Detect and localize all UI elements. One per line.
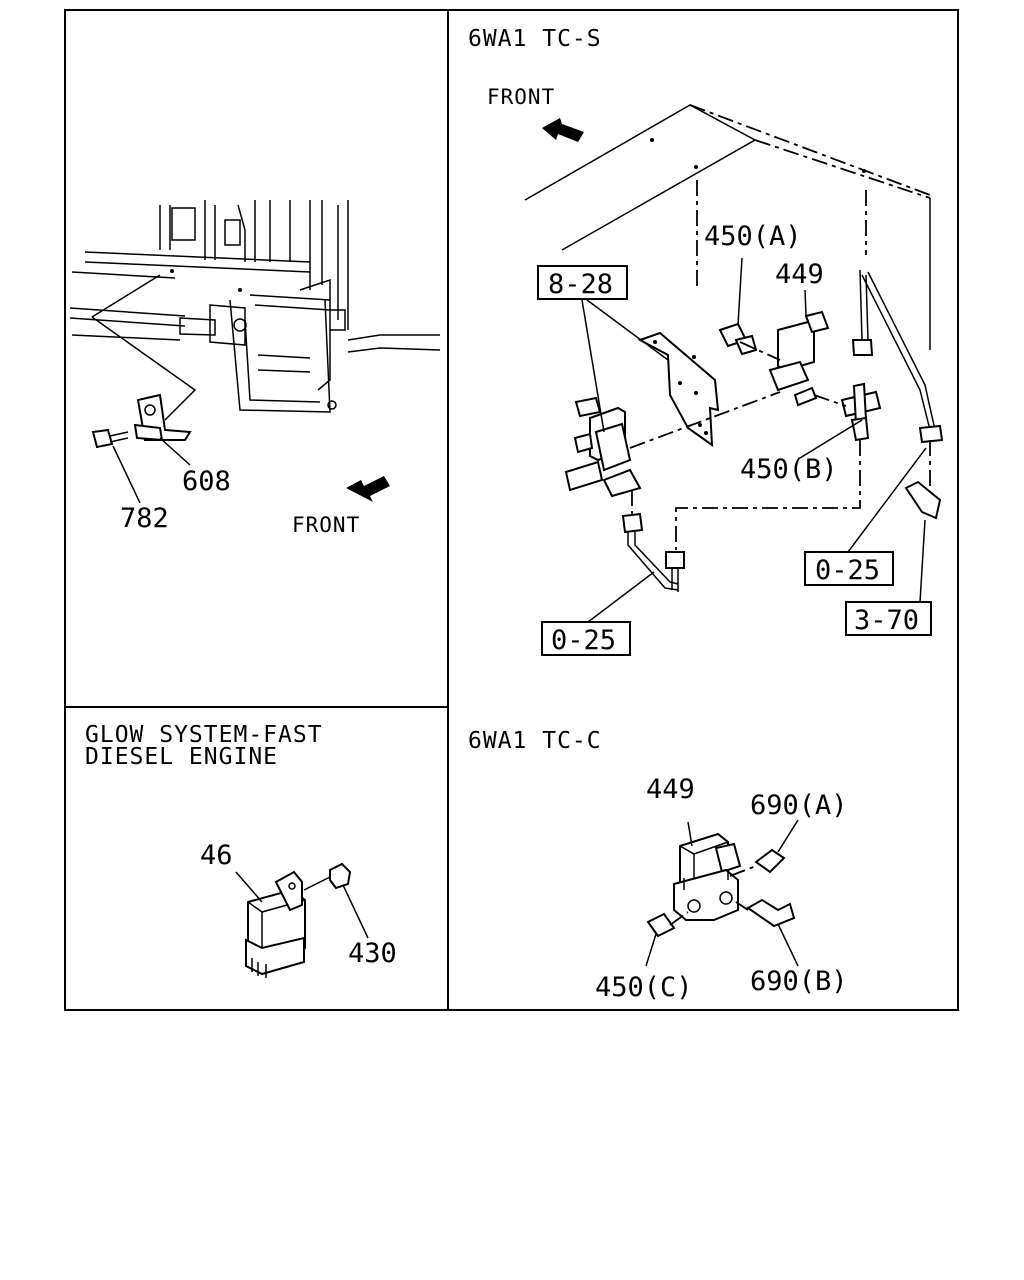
mounting-bracket	[637, 331, 720, 448]
ref-box-0-25-bottom[interactable]: 0-25	[541, 621, 631, 656]
diagram-frame	[64, 9, 959, 1011]
solenoid-valve-449-bottom	[673, 832, 742, 921]
frame-panel-drawing	[524, 104, 931, 350]
connector-450c	[646, 912, 676, 938]
frame-rail-drawing	[69, 200, 441, 413]
callout-450a: 450(A)	[704, 221, 802, 252]
panel-right-bottom: 6WA1 TC-C 449 690(A) 690(B) 4	[468, 728, 848, 1003]
callout-608: 608	[182, 466, 231, 497]
callout-449-top: 449	[775, 259, 824, 290]
svg-text:8-28: 8-28	[548, 269, 613, 300]
hose-right	[851, 269, 944, 520]
connector-450a	[718, 322, 758, 356]
callout-690a: 690(A)	[750, 790, 848, 821]
callout-430: 430	[348, 938, 397, 969]
ref-box-3-70[interactable]: 3-70	[845, 601, 932, 636]
front-label-left: FRONT	[292, 513, 360, 537]
callout-782: 782	[120, 503, 169, 534]
ref-box-8-28[interactable]: 8-28	[537, 265, 628, 300]
hose-bottom	[621, 512, 685, 592]
ref-box-0-25-right[interactable]: 0-25	[804, 551, 894, 586]
nut-part	[329, 862, 352, 890]
callout-449-bottom: 449	[646, 774, 695, 805]
panel-left-bottom: GLOW SYSTEM-FAST DIESEL ENGINE 46 430	[85, 722, 397, 978]
tee-connector-450b	[840, 382, 882, 442]
solenoid-valve-left	[564, 396, 642, 498]
front-arrow-icon	[542, 118, 584, 142]
svg-text:3-70: 3-70	[854, 605, 919, 636]
title-tc-s: 6WA1 TC-S	[468, 26, 602, 52]
fitting-690a	[754, 848, 786, 874]
title-tc-c: 6WA1 TC-C	[468, 728, 602, 754]
bolt-part	[91, 428, 129, 449]
solenoid-valve-449	[768, 310, 830, 407]
panel-left-top: 608 782 FRONT	[69, 200, 441, 537]
callout-450c: 450(C)	[595, 972, 693, 1003]
fitting-690b	[746, 898, 796, 928]
connection-lines	[629, 341, 931, 550]
callout-450b: 450(B)	[740, 454, 838, 485]
front-arrow-icon	[346, 476, 390, 502]
svg-text:0-25: 0-25	[815, 555, 880, 586]
panel-right-top: 6WA1 TC-S FRONT	[468, 26, 944, 656]
relay-part	[245, 870, 306, 978]
title-glow-system-line1: GLOW SYSTEM-FAST	[85, 722, 323, 748]
title-glow-system-line2: DIESEL ENGINE	[85, 744, 278, 770]
front-label-right: FRONT	[487, 85, 555, 109]
callout-690b: 690(B)	[750, 966, 848, 997]
bracket-part	[133, 393, 192, 442]
svg-text:0-25: 0-25	[551, 625, 616, 656]
callout-46: 46	[200, 840, 233, 871]
